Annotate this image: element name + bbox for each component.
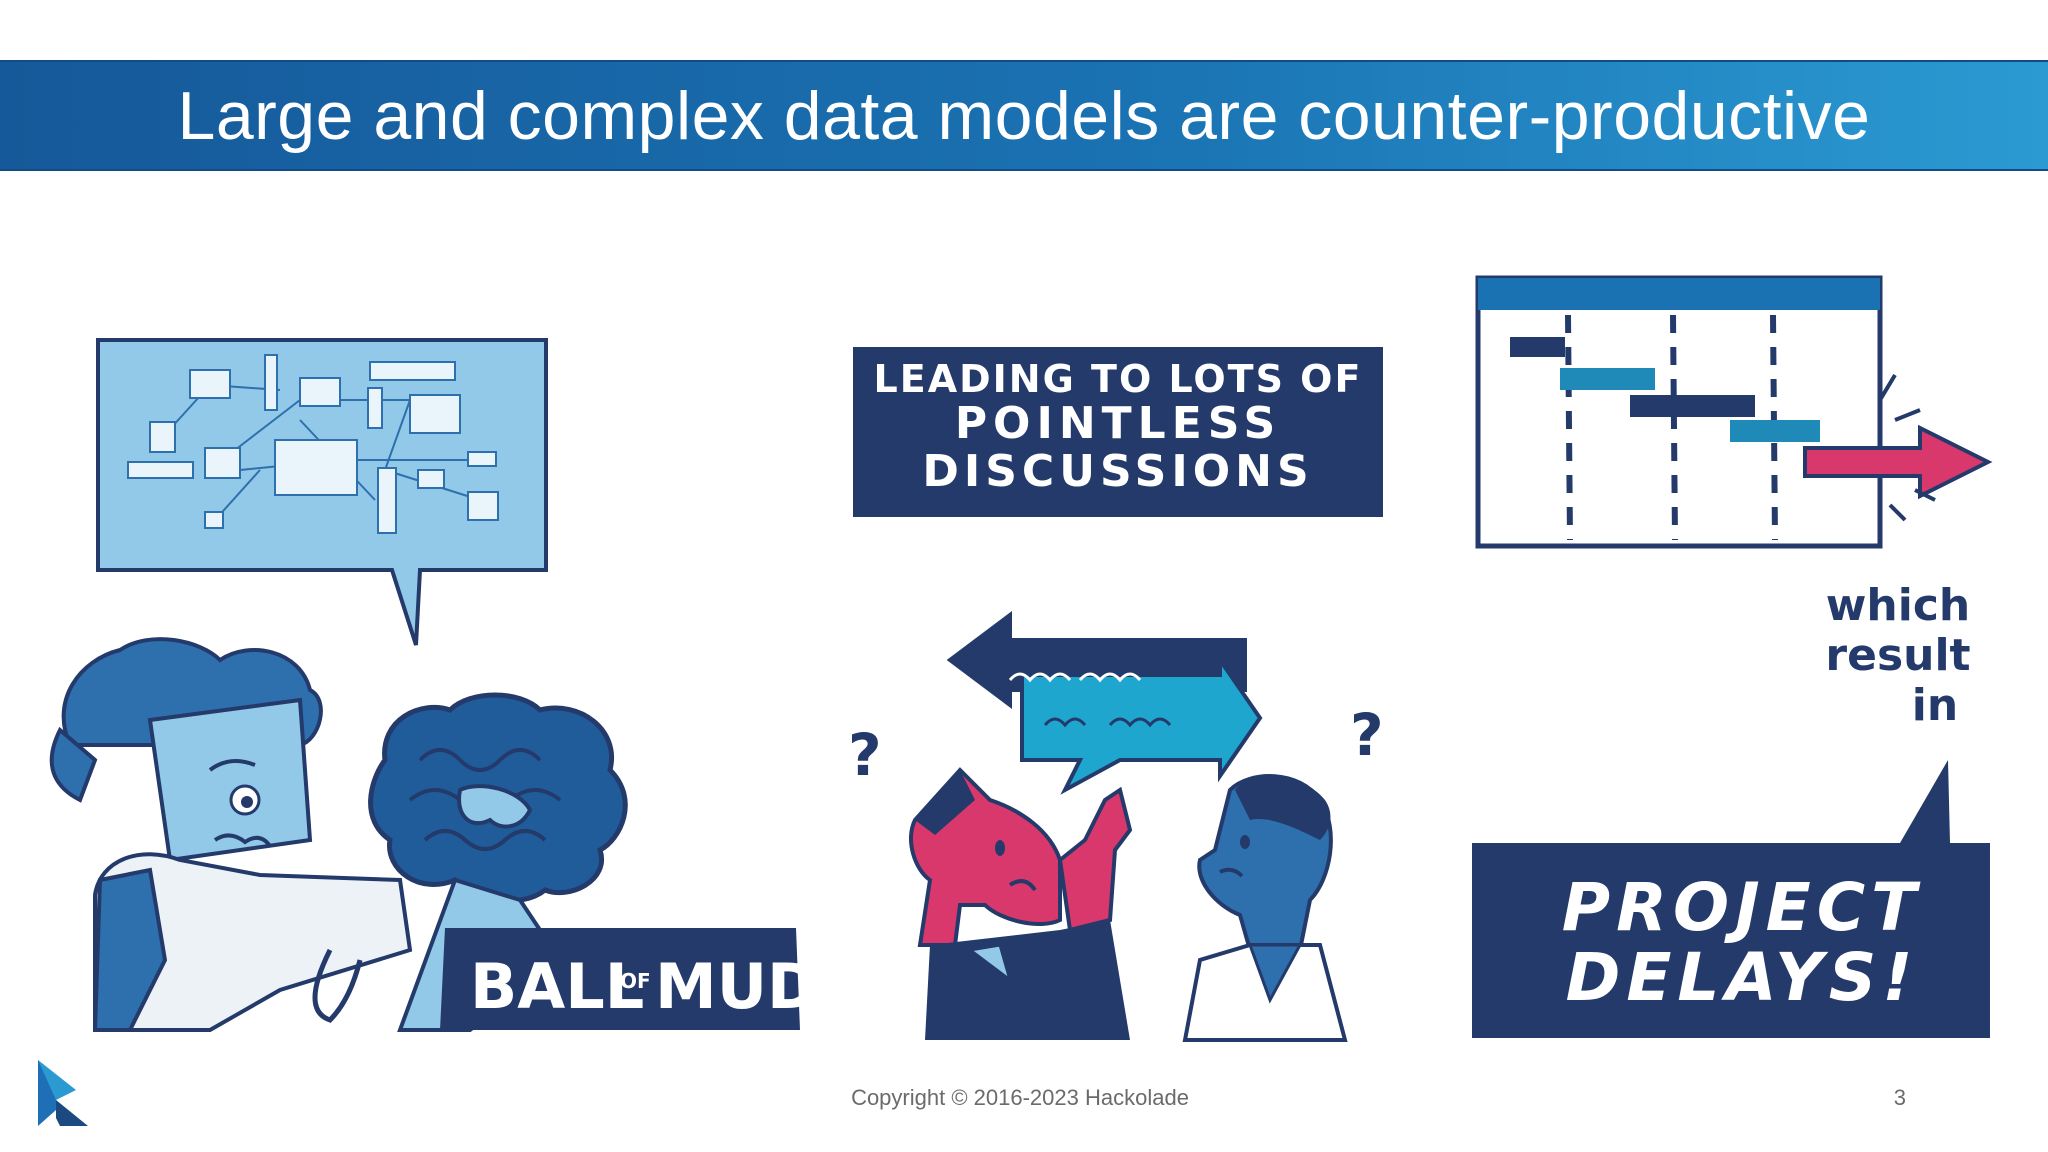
discussions-banner: LEADING TO LOTS OF POINTLESS DISCUSSIONS xyxy=(853,347,1383,517)
slide-number: 3 xyxy=(1893,1085,1906,1110)
ball-of-mud-banner: BALL OF MUD xyxy=(440,928,819,1030)
data-model-speech-bubble xyxy=(96,338,548,646)
title-bar: Large and complex data models are counte… xyxy=(0,60,2048,171)
delays-line2: DELAYS! xyxy=(1566,939,1919,1016)
caption-line2: result xyxy=(1825,630,1970,681)
copyright-notice: Copyright © 2016-2023 Hackolade xyxy=(851,1085,1189,1110)
project-delays-panel: which result in PROJECT DELAYS! xyxy=(1472,275,1993,1038)
delays-line1: PROJECT xyxy=(1562,869,1922,946)
right-arguing-person xyxy=(1182,774,1348,1042)
doctor-character xyxy=(49,637,413,1032)
banner-ball-text: BALL xyxy=(470,950,644,1023)
question-mark-right: ? xyxy=(1350,701,1384,769)
project-delays-speech-bubble: PROJECT DELAYS! xyxy=(1472,760,1990,1038)
discussions-line1: LEADING TO LOTS OF xyxy=(874,357,1363,401)
left-arguing-person xyxy=(909,767,1133,1040)
discussions-line3: DISCUSSIONS xyxy=(922,446,1313,497)
argument-arrows-icon xyxy=(946,611,1263,795)
ball-of-mud-panel: BALL OF MUD xyxy=(49,338,819,1032)
question-mark-left: ? xyxy=(848,721,882,789)
caption-line3: in xyxy=(1912,680,1958,731)
hackolade-logo-icon xyxy=(38,1060,88,1126)
slide-title: Large and complex data models are counte… xyxy=(177,77,1871,154)
banner-mud-text: MUD xyxy=(655,950,819,1023)
data-model-diagram-icon xyxy=(127,354,499,534)
discussions-panel: LEADING TO LOTS OF POINTLESS DISCUSSIONS… xyxy=(848,347,1384,1042)
gantt-chart-icon xyxy=(1475,275,1993,549)
banner-of-text: OF xyxy=(620,969,651,993)
caption-line1: which xyxy=(1826,580,1970,631)
discussions-line2: POINTLESS xyxy=(955,398,1281,449)
